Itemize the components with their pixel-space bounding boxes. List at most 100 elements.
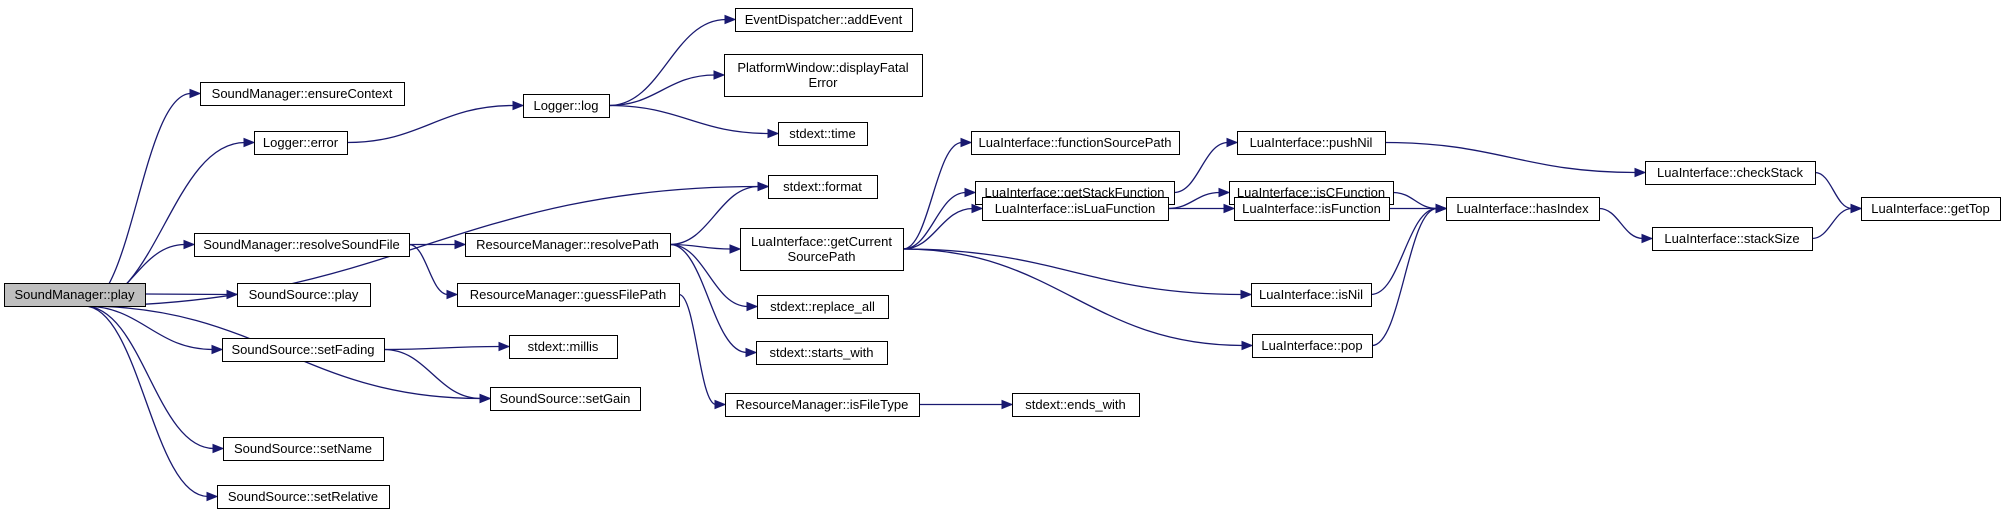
node-box — [523, 94, 610, 118]
node-stdext_starts_with[interactable]: stdext::starts_with — [756, 341, 888, 365]
arrowhead — [1241, 340, 1254, 351]
edge-line — [902, 248, 1244, 347]
edge-Logger_log-to-ED_addEvent — [608, 14, 737, 107]
node-label: LuaInterface::isNil — [1259, 287, 1363, 302]
node-label: LuaInterface::getStackFunction — [985, 185, 1165, 200]
node-LI_getTop[interactable]: LuaInterface::getTop — [1861, 197, 2001, 221]
node-RM_isFileType[interactable]: ResourceManager::isFileType — [725, 393, 920, 417]
edge-RM_resolvePath-to-stdext_starts_with — [669, 243, 758, 358]
node-stdext_replace_all[interactable]: stdext::replace_all — [757, 295, 889, 319]
edge-Logger_error-to-Logger_log — [346, 100, 525, 144]
node-box — [982, 197, 1169, 221]
node-box — [1652, 227, 1813, 251]
node-LI_pushNil[interactable]: LuaInterface::pushNil — [1237, 131, 1386, 155]
node-box — [237, 283, 371, 307]
node-LI_hasIndex[interactable]: LuaInterface::hasIndex — [1446, 197, 1600, 221]
node-RM_guessFilePath[interactable]: ResourceManager::guessFilePath — [457, 283, 680, 307]
edge-LI_getCurrentSourcePath-to-LI_isNil — [902, 248, 1253, 300]
node-label: SoundManager::resolveSoundFile — [203, 237, 400, 252]
arrowhead — [746, 301, 759, 312]
node-SS_setRelative[interactable]: SoundSource::setRelative — [217, 485, 390, 509]
node-label: LuaInterface::getCurrent — [751, 234, 892, 249]
node-Logger_error[interactable]: Logger::error — [254, 131, 348, 155]
node-box — [509, 335, 618, 359]
edge-line — [346, 104, 515, 144]
node-stdext_ends_with[interactable]: stdext::ends_with — [1012, 393, 1140, 417]
node-stdext_millis[interactable]: stdext::millis — [509, 335, 618, 359]
edge-line — [383, 348, 482, 400]
node-SS_play[interactable]: SoundSource::play — [237, 283, 371, 307]
node-label: LuaInterface::hasIndex — [1456, 201, 1589, 216]
edge-line — [902, 191, 967, 250]
edge-line — [608, 18, 727, 107]
arrowhead — [1226, 137, 1239, 148]
node-box — [757, 295, 889, 319]
arrowhead — [498, 341, 511, 352]
edge-line — [383, 345, 501, 351]
node-ED_addEvent[interactable]: EventDispatcher::addEvent — [735, 8, 913, 32]
edge-line — [608, 104, 770, 135]
edge-line — [1167, 191, 1221, 210]
node-LI_isNil[interactable]: LuaInterface::isNil — [1251, 283, 1372, 307]
node-box — [490, 387, 641, 411]
node-box — [740, 228, 904, 271]
arrowhead — [714, 399, 727, 410]
node-SS_setName[interactable]: SoundSource::setName — [223, 437, 384, 461]
node-SM_ensureContext[interactable]: SoundManager::ensureContext — [200, 82, 405, 106]
arrowhead — [446, 289, 459, 300]
node-label: Logger::error — [263, 135, 339, 150]
node-LI_functionSourcePath[interactable]: LuaInterface::functionSourcePath — [971, 131, 1180, 155]
node-RM_resolvePath[interactable]: ResourceManager::resolvePath — [465, 233, 671, 257]
node-SS_setGain[interactable]: SoundSource::setGain — [490, 387, 641, 411]
node-label: LuaInterface::stackSize — [1664, 231, 1799, 246]
node-stdext_format[interactable]: stdext::format — [768, 175, 878, 199]
node-box — [254, 131, 348, 155]
edge-line — [1392, 191, 1438, 210]
edge-Logger_log-to-stdext_time — [608, 104, 780, 139]
node-LI_isFunction[interactable]: LuaInterface::isFunction — [1234, 197, 1390, 221]
edge-line — [902, 248, 1243, 296]
node-SS_setFading[interactable]: SoundSource::setFading — [222, 338, 385, 362]
node-box — [1237, 131, 1386, 155]
node-LI_stackSize[interactable]: LuaInterface::stackSize — [1652, 227, 1813, 251]
node-SM_resolveSoundFile[interactable]: SoundManager::resolveSoundFile — [194, 233, 410, 257]
node-label: LuaInterface::getTop — [1871, 201, 1990, 216]
node-SoundManager_play[interactable]: SoundManager::play — [4, 283, 146, 307]
node-box — [217, 485, 390, 509]
arrowhead — [745, 347, 758, 358]
edge-Logger_log-to-PW_displayFatalError — [608, 70, 726, 107]
edge-line — [1370, 207, 1438, 296]
arrowhead — [243, 137, 256, 148]
node-label: LuaInterface::pushNil — [1250, 135, 1373, 150]
edge-LI_getCurrentSourcePath-to-LI_isLuaFunction — [902, 203, 984, 250]
edge-line — [83, 141, 246, 307]
node-LI_isLuaFunction[interactable]: LuaInterface::isLuaFunction — [982, 197, 1169, 221]
edge-SoundManager_play-to-SS_setRelative — [83, 305, 219, 502]
edge-line — [608, 74, 716, 107]
arrowhead — [971, 203, 984, 214]
node-box — [194, 233, 410, 257]
edge-LI_getStackFunction-to-LI_pushNil — [1173, 137, 1239, 194]
edge-SoundManager_play-to-SM_ensureContext — [83, 88, 202, 307]
node-box — [778, 122, 868, 146]
arrowhead — [964, 187, 977, 198]
node-Logger_log[interactable]: Logger::log — [523, 94, 610, 118]
node-LI_pop[interactable]: LuaInterface::pop — [1252, 334, 1373, 358]
edge-line — [83, 305, 209, 498]
arrowhead — [1634, 167, 1647, 178]
edge-line — [83, 305, 215, 450]
node-label: PlatformWindow::displayFatal — [737, 60, 908, 75]
node-stdext_time[interactable]: stdext::time — [778, 122, 868, 146]
node-box — [768, 175, 878, 199]
arrowhead — [1218, 187, 1231, 198]
arrowhead — [1223, 203, 1236, 214]
edge-SoundManager_play-to-Logger_error — [83, 137, 256, 307]
node-label: LuaInterface::isFunction — [1242, 201, 1381, 216]
edge-RM_resolvePath-to-stdext_replace_all — [669, 243, 759, 312]
edge-line — [83, 92, 192, 307]
arrowhead — [767, 128, 780, 139]
node-label: stdext::starts_with — [769, 345, 873, 360]
node-LI_checkStack[interactable]: LuaInterface::checkStack — [1645, 161, 1816, 185]
